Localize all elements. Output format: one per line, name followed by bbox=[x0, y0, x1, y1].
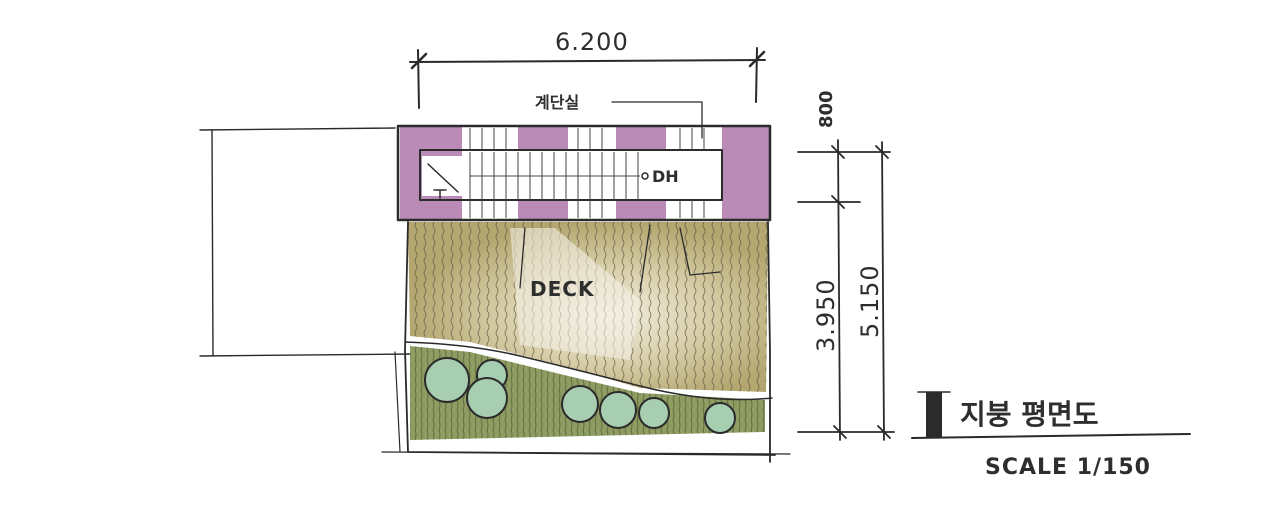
shrubs bbox=[424, 357, 736, 434]
deck-label: DECK bbox=[530, 277, 595, 301]
deck-area bbox=[408, 222, 768, 392]
title-block: 지붕 평면도 SCALE 1/150 bbox=[911, 391, 1191, 480]
shrub bbox=[424, 357, 470, 403]
dim-top-right: 800 bbox=[816, 90, 837, 128]
drawing-scale: SCALE 1/150 bbox=[985, 455, 1151, 480]
dh-marker: DH bbox=[641, 167, 679, 186]
shrub bbox=[599, 391, 637, 429]
shrub bbox=[466, 377, 508, 419]
shrub bbox=[704, 402, 736, 434]
dot-marker-icon bbox=[641, 172, 649, 180]
dim-right-outer: 5.150 bbox=[856, 264, 884, 338]
overall-width-dim: 6.200 bbox=[555, 28, 629, 56]
dim-right-inner: 3.950 bbox=[812, 278, 840, 352]
shrub bbox=[561, 385, 599, 423]
room-label-group: 계단실 bbox=[535, 93, 703, 139]
deck-label-group: DECK bbox=[519, 224, 721, 301]
north-bar-icon bbox=[926, 392, 942, 438]
top-dimension: 6.200 bbox=[409, 28, 766, 109]
site-outline bbox=[381, 221, 791, 463]
drawing-title: 지붕 평면도 bbox=[960, 398, 1099, 431]
stair-treads bbox=[469, 128, 705, 218]
right-dimensions: 800 3.950 5.150 bbox=[797, 90, 895, 441]
dh-label: DH bbox=[652, 167, 679, 186]
stairwell-block bbox=[396, 124, 772, 222]
shrub bbox=[638, 397, 670, 429]
left-outline bbox=[199, 127, 411, 357]
room-label: 계단실 bbox=[535, 93, 579, 112]
